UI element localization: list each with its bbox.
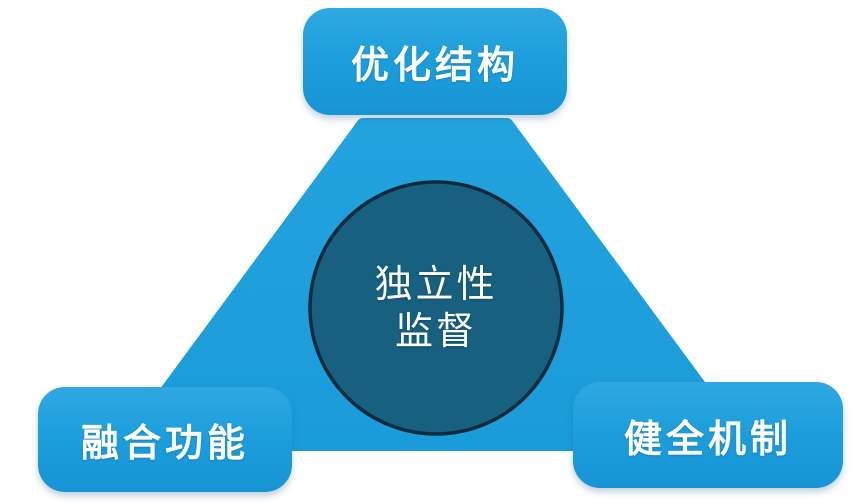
center-circle-label: 独立性 监督 <box>306 262 566 356</box>
node-left-label: 融合功能 <box>80 423 249 465</box>
node-right: 健全机制 <box>573 382 843 488</box>
node-top-label: 优化结构 <box>350 45 519 87</box>
node-left: 融合功能 <box>38 387 292 492</box>
node-top: 优化结构 <box>303 8 567 115</box>
center-label-line1: 独立性 <box>374 264 498 306</box>
center-circle-border <box>308 180 564 436</box>
center-circle <box>310 182 562 434</box>
center-label-line2: 监督 <box>394 311 477 353</box>
node-right-label: 健全机制 <box>623 418 792 461</box>
